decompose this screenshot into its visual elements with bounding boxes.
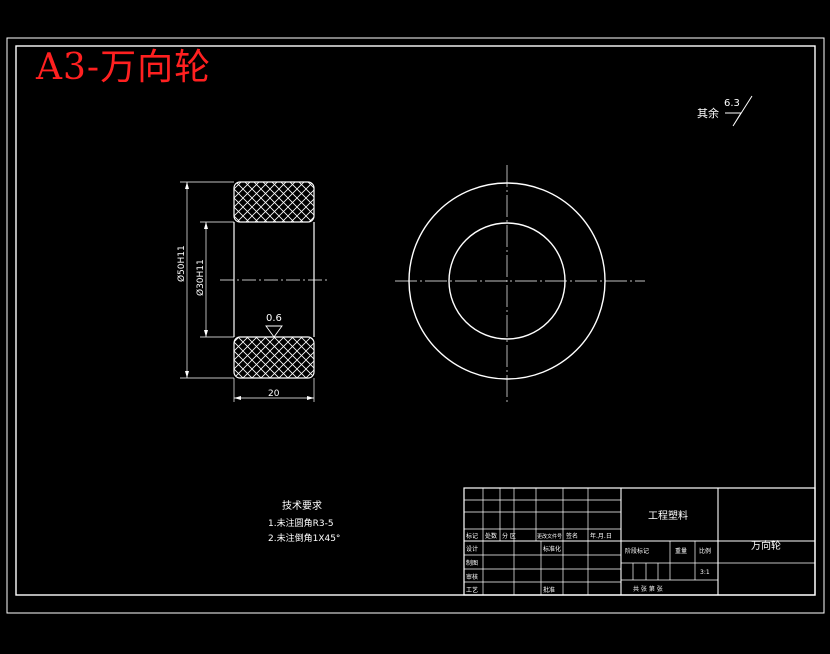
rev-mark: 标记 (466, 532, 478, 540)
scale-label: 比例 (699, 547, 711, 555)
outer-dia-label: Ø50H11 (176, 245, 187, 282)
rev-count: 处数 (485, 532, 497, 540)
tech-heading: 技术要求 (282, 499, 322, 512)
standardize-label: 标准化 (543, 545, 561, 553)
rev-doc: 更改文件号 (537, 533, 562, 540)
roughness-note: 其余 6.3 (697, 95, 753, 127)
rev-sign: 签名 (566, 532, 578, 540)
stage-mark-label: 阶段标记 (625, 547, 649, 555)
section-view: Ø50H11 Ø30H11 20 0.6 (176, 181, 330, 402)
row-review: 审核 (466, 573, 478, 581)
roughness-value: 6.3 (724, 98, 740, 109)
row-process: 工艺 (466, 586, 478, 594)
sheets-label: 共 张 第 张 (633, 585, 663, 593)
roughness-label: 其余 (697, 106, 719, 120)
rev-date: 年.月.日 (590, 532, 612, 540)
tech-requirements: 技术要求 1.未注圆角R3-5 2.未注倒角1X45° (268, 499, 340, 544)
row-design: 设计 (466, 545, 478, 553)
part-roughness-icon (265, 325, 283, 338)
rev-zone: 分 区 (502, 532, 516, 540)
part-name-text: 万向轮 (751, 539, 781, 552)
title-block-text: 工程塑料 万向轮 标记 处数 分 区 更改文件号 签名 年.月.日 设计 制图 … (466, 509, 781, 594)
part-roughness-value: 0.6 (266, 313, 282, 324)
approve-label: 批准 (543, 586, 555, 594)
hatch-top (233, 181, 315, 223)
tech-item-1: 1.未注圆角R3-5 (268, 517, 334, 529)
drawing-title: A3-万向轮 (36, 47, 212, 88)
scale-value: 3:1 (700, 569, 710, 576)
title-block (463, 487, 816, 596)
roughness-symbol-icon (725, 95, 753, 127)
width-label: 20 (268, 389, 280, 399)
end-view (395, 165, 645, 405)
tech-item-2: 2.未注倒角1X45° (268, 532, 340, 544)
weight-label: 重量 (675, 547, 687, 555)
inner-dia-label: Ø30H11 (195, 259, 206, 296)
outer-border (6, 37, 825, 614)
material-text: 工程塑料 (648, 509, 688, 522)
inner-border (15, 45, 816, 596)
hatch-bottom (233, 336, 315, 379)
row-draw: 制图 (466, 559, 478, 567)
